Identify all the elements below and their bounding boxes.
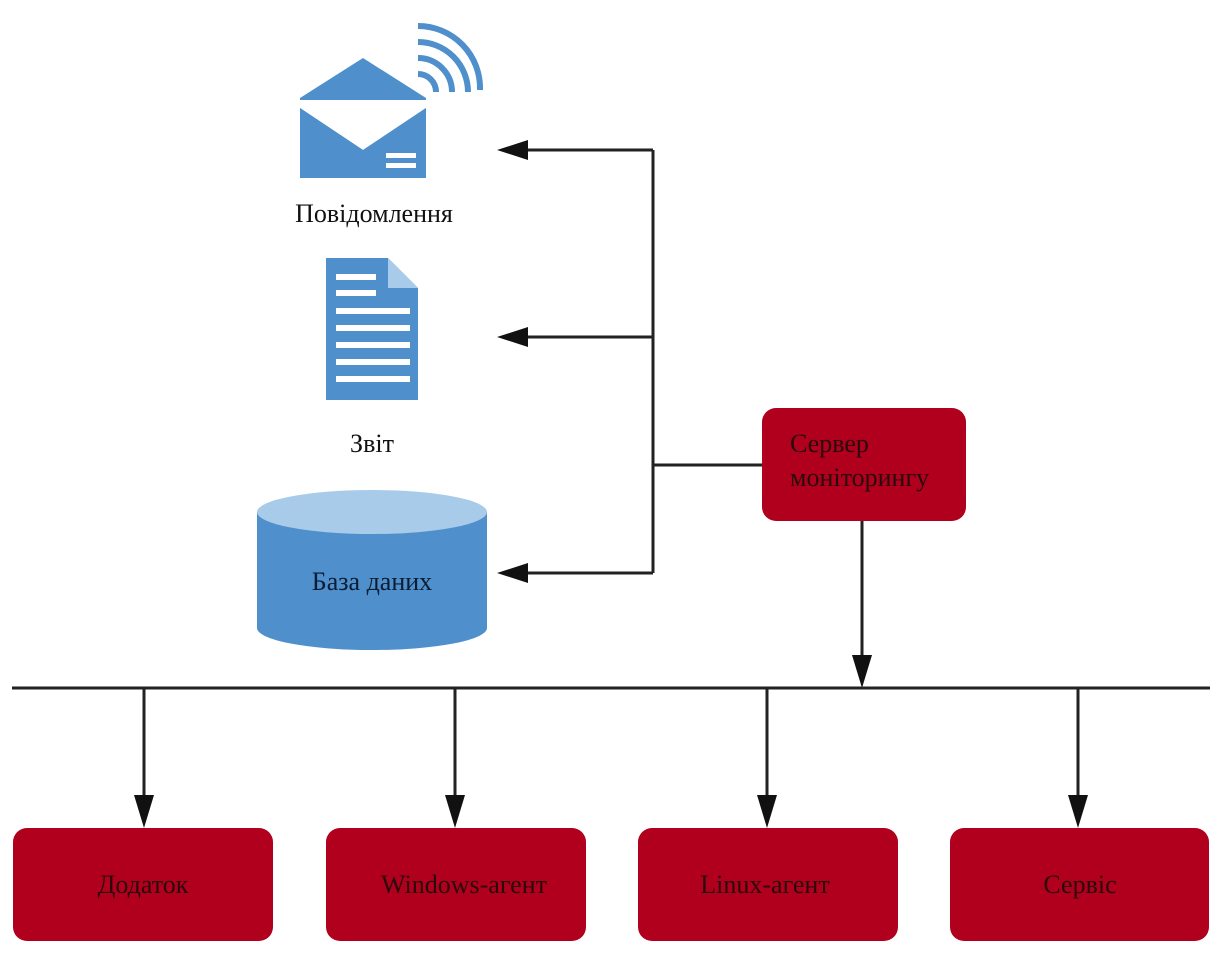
database-label: База даних	[312, 567, 432, 596]
arrow-to-service	[1068, 795, 1088, 828]
server-label-line1: Сервер	[790, 429, 869, 458]
output-connectors	[497, 140, 762, 583]
document-icon	[326, 258, 418, 400]
endpoint-box-app: Додаток	[13, 828, 273, 941]
monitoring-server-box: Сервер моніторингу	[762, 408, 966, 521]
endpoint-label-linux-agent: Linux-агент	[700, 870, 829, 899]
endpoint-box-service: Сервіс	[950, 828, 1209, 941]
envelope-wireless-icon	[300, 23, 484, 178]
endpoint-label-app: Додаток	[98, 870, 189, 899]
to-message-arrowhead	[497, 140, 528, 160]
bus-drop-arrows	[134, 688, 1088, 828]
arrow-to-windows-agent	[445, 795, 465, 828]
message-label: Повідомлення	[295, 199, 453, 228]
report-label: Звіт	[350, 429, 394, 458]
to-database-arrowhead	[497, 563, 528, 583]
server-to-bus-arrowhead	[852, 655, 872, 688]
database-cylinder-icon	[257, 490, 487, 650]
arrow-to-linux-agent	[757, 795, 777, 828]
endpoint-box-linux-agent: Linux-агент	[638, 828, 898, 941]
endpoint-label-windows-agent: Windows-агент	[381, 870, 547, 899]
server-label-line2: моніторингу	[790, 463, 929, 492]
endpoint-label-service: Сервіс	[1043, 870, 1116, 899]
arrow-to-app	[134, 795, 154, 828]
endpoint-box-windows-agent: Windows-агент	[326, 828, 586, 941]
to-report-arrowhead	[497, 327, 528, 347]
